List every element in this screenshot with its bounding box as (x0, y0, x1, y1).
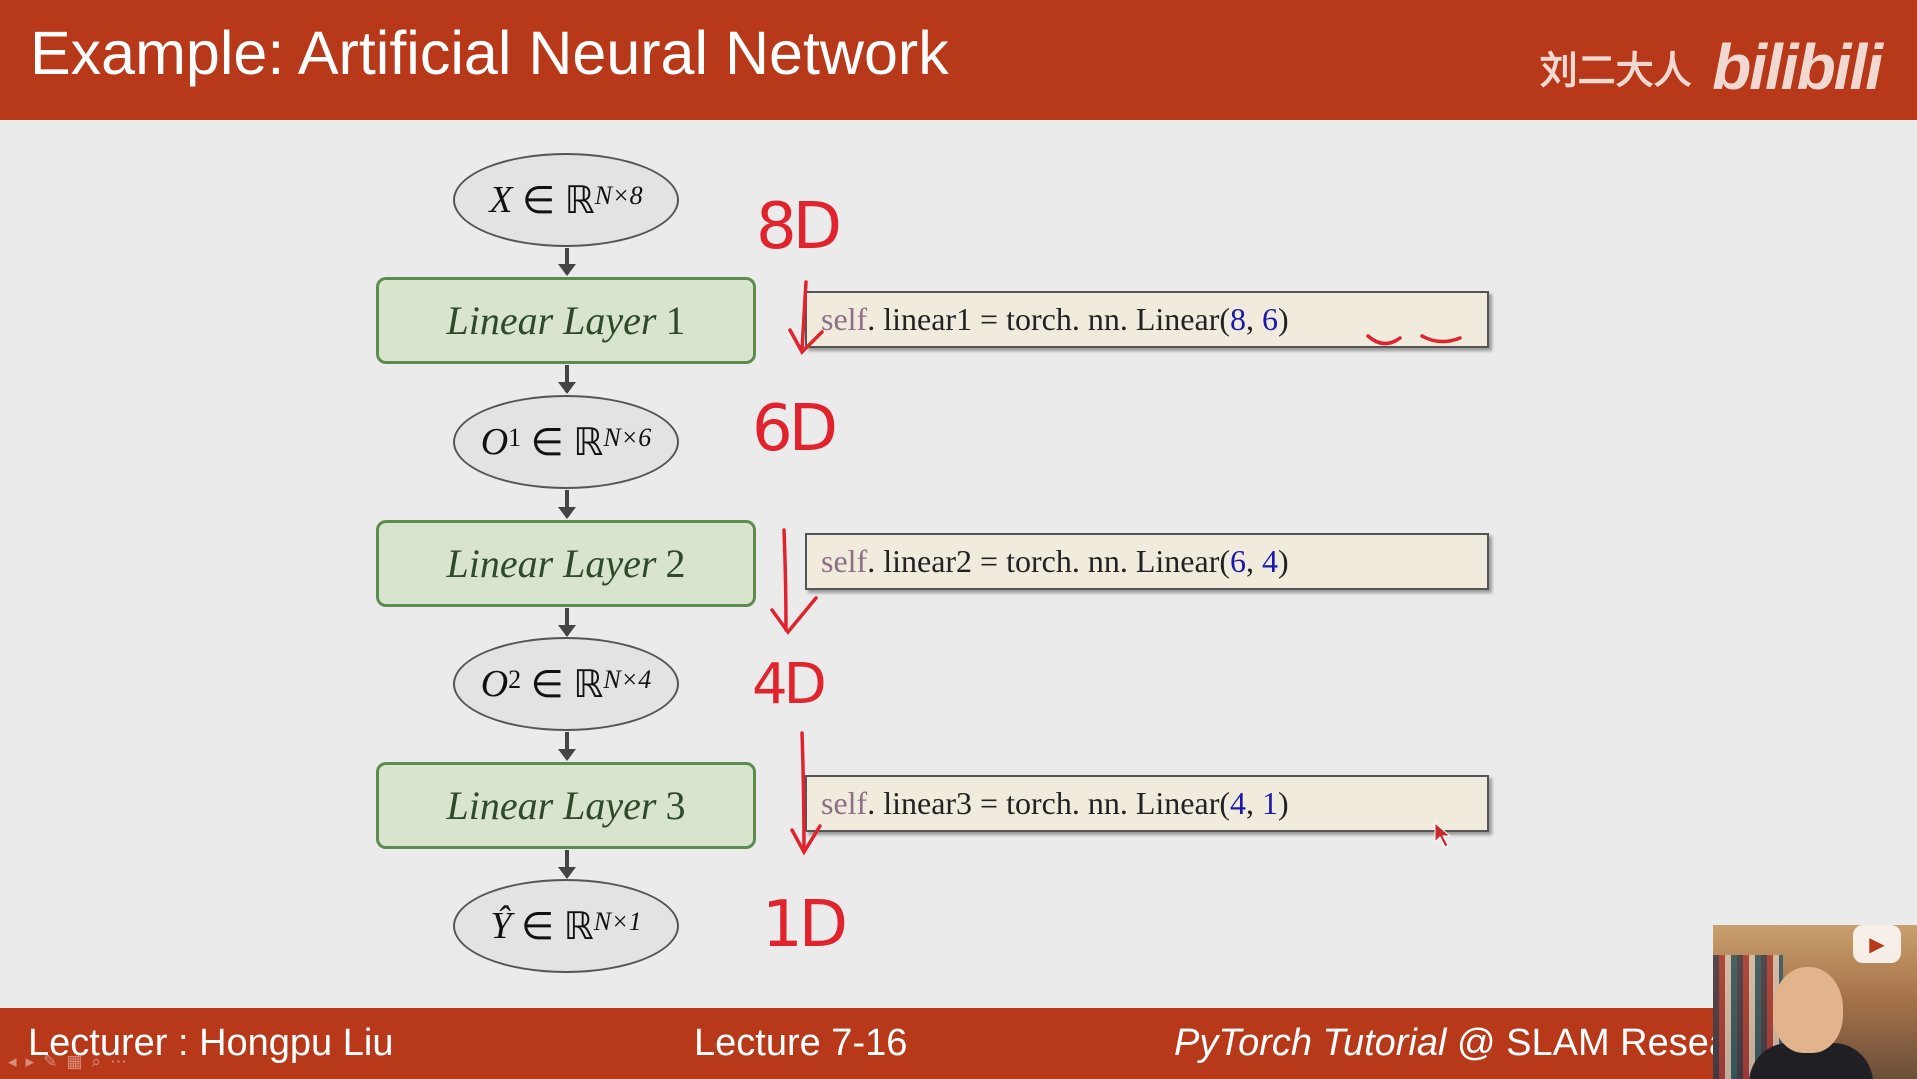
flow-arrow (558, 365, 576, 394)
presenter-face (1773, 967, 1843, 1053)
ink-label-8d: 8D (756, 190, 842, 264)
brand-watermark: 刘二大人 bilibili (1539, 30, 1883, 104)
more-icon[interactable]: ⋯ (109, 1052, 136, 1071)
flow-arrow (558, 248, 576, 276)
footer-lecture-number: Lecture 7-16 (694, 1022, 908, 1064)
code-line-linear1: self. linear1 = torch. nn. Linear(8, 6) (805, 291, 1489, 348)
slide-next-icon[interactable]: ▸ (25, 1052, 44, 1071)
ink-label-1d: 1D (762, 888, 848, 962)
slide-title: Example: Artificial Neural Network (30, 19, 949, 87)
flow-arrow (558, 608, 576, 637)
webcam-play-icon[interactable]: ▶ (1853, 925, 1901, 963)
slides-grid-icon[interactable]: ▦ (66, 1052, 92, 1071)
ink-label-6d: 6D (752, 392, 838, 466)
webcam-overlay: ▶ (1713, 925, 1917, 1079)
bilibili-logo: bilibili (1712, 31, 1883, 103)
slide-footer: Lecturer : Hongpu Liu Lecture 7-16 PyTor… (0, 1008, 1917, 1079)
slide-header: Example: Artificial Neural Network 刘二大人 … (0, 0, 1917, 120)
ink-label-4d: 4D (752, 652, 827, 717)
code-line-linear2: self. linear2 = torch. nn. Linear(6, 4) (805, 533, 1489, 590)
zoom-icon[interactable]: ⌕ (91, 1052, 110, 1071)
slideshow-controls: ◂▸✎▦⌕⋯ (8, 1052, 136, 1072)
code-line-linear3: self. linear3 = torch. nn. Linear(4, 1) (805, 775, 1489, 832)
pen-icon[interactable]: ✎ (43, 1052, 67, 1071)
footer-tutorial: PyTorch Tutorial @ SLAM Resea (1174, 1022, 1731, 1064)
slide-prev-icon[interactable]: ◂ (8, 1052, 26, 1071)
flow-arrow (558, 490, 576, 519)
flow-arrow (558, 850, 576, 879)
brand-author: 刘二大人 (1539, 50, 1692, 93)
footer-lecturer: Lecturer : Hongpu Liu (28, 1022, 394, 1064)
flow-arrow (558, 732, 576, 761)
